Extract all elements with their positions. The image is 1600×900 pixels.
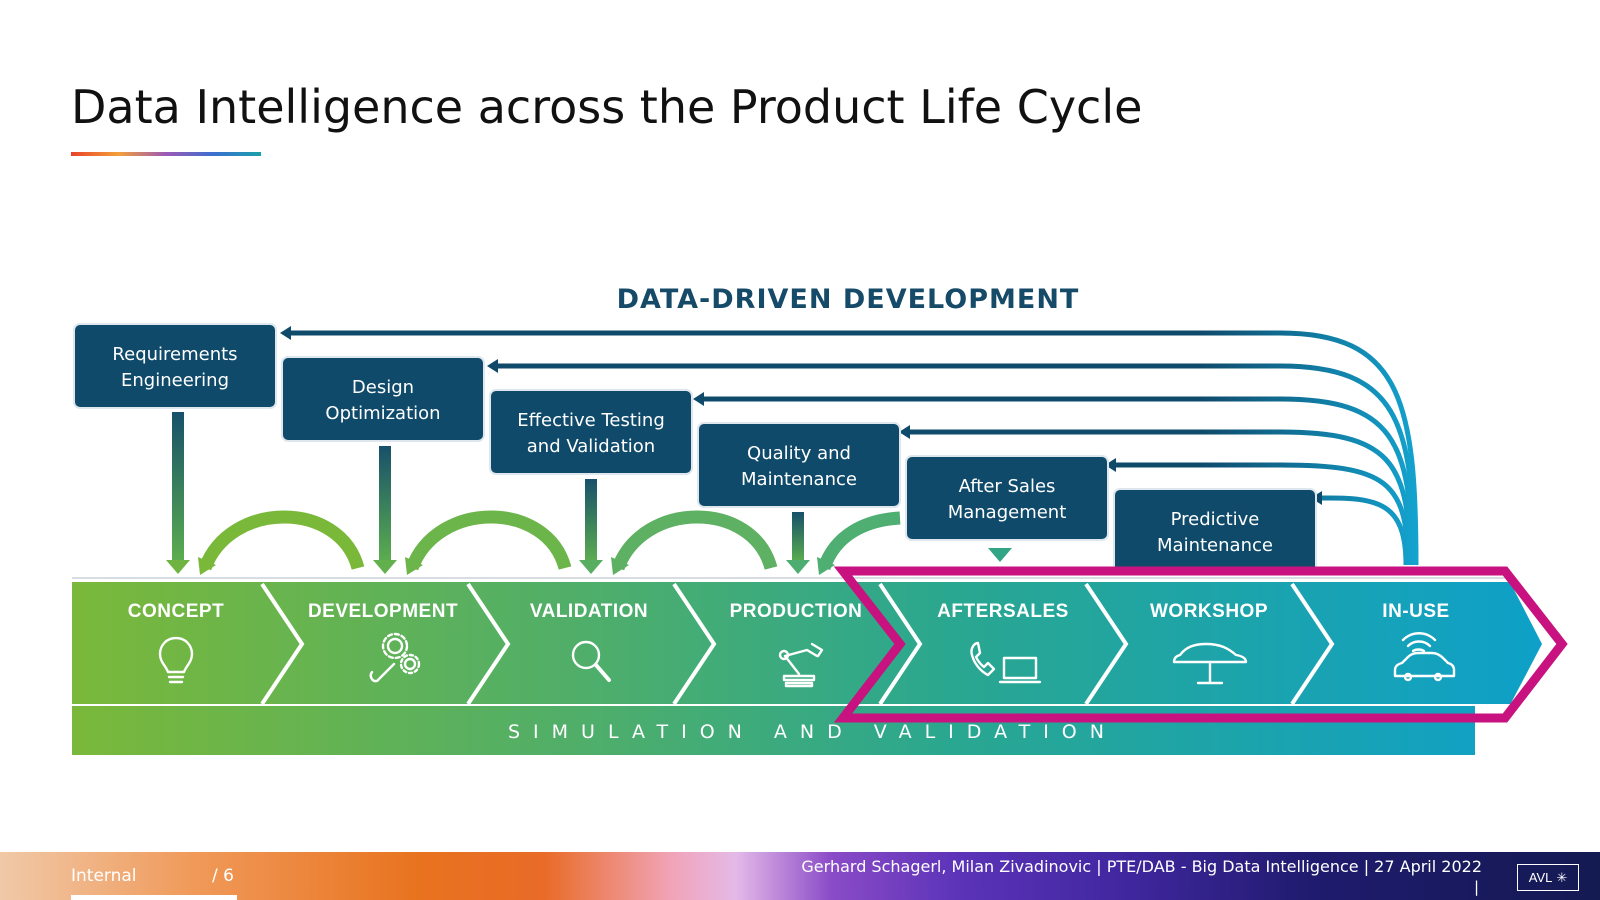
box-after-sales-management: After Sales Management xyxy=(905,455,1109,541)
box-label-line2: Maintenance xyxy=(741,469,857,490)
logo-text: AVL xyxy=(1528,870,1553,885)
arc-arrowheads xyxy=(198,557,835,575)
diagram-heading: DATA-DRIVEN DEVELOPMENT xyxy=(617,284,1080,315)
box-effective-testing: Effective Testing and Validation xyxy=(489,389,693,475)
stage-development: DEVELOPMENT xyxy=(308,601,458,622)
box-label-line2: Management xyxy=(948,502,1067,523)
feedback-arrowheads xyxy=(280,326,1322,505)
slide-title: Data Intelligence across the Product Lif… xyxy=(71,80,1143,134)
arc-validation-production xyxy=(611,510,778,571)
classification-label: Internal xyxy=(71,866,137,886)
box-label-line1: Predictive xyxy=(1171,509,1260,530)
stage-labels: CONCEPT DEVELOPMENT VALIDATION PRODUCTIO… xyxy=(128,601,1449,622)
stage-workshop: WORKSHOP xyxy=(1150,601,1268,622)
simulation-validation-label: SIMULATION AND VALIDATION xyxy=(508,721,1117,743)
lifecycle-band xyxy=(72,577,1542,755)
page-number: / 6 xyxy=(212,866,234,886)
box-label-line1: Requirements xyxy=(112,344,237,365)
footer-credit: Gerhard Schagerl, Milan Zivadinovic | PT… xyxy=(801,857,1482,876)
phone-laptop-icon xyxy=(970,641,1042,684)
magnifier-icon xyxy=(571,640,611,682)
box-predictive-maintenance: Predictive Maintenance xyxy=(1113,488,1317,574)
footer-band xyxy=(0,852,1600,900)
box-label-line2: and Validation xyxy=(527,436,655,457)
down-arrows xyxy=(166,412,1012,574)
feedback-arrow-design xyxy=(494,363,1417,566)
robot-arm-icon xyxy=(778,642,824,688)
stage-icons xyxy=(158,632,1456,688)
footer-white-bar xyxy=(71,895,237,900)
stage-in-use: IN-USE xyxy=(1382,601,1449,622)
box-design-optimization: Design Optimization xyxy=(281,356,485,442)
box-requirements-engineering: Requirements Engineering xyxy=(73,323,277,409)
gears-wrench-icon xyxy=(369,632,421,683)
box-quality-maintenance: Quality and Maintenance xyxy=(697,422,901,508)
stage-validation: VALIDATION xyxy=(530,601,648,622)
lightbulb-icon xyxy=(158,636,194,684)
box-label-line1: After Sales xyxy=(959,476,1056,497)
footer-pipe: | xyxy=(1474,878,1480,896)
arc-concept-development xyxy=(198,510,365,571)
box-label-line2: Maintenance xyxy=(1157,535,1273,556)
highlight-outline xyxy=(833,566,1568,723)
feedback-arrows xyxy=(287,330,1419,566)
box-label-line2: Optimization xyxy=(325,403,440,424)
box-label-line1: Design xyxy=(352,377,414,398)
title-underline xyxy=(71,152,261,156)
box-label-line2: Engineering xyxy=(121,370,229,391)
arc-production-aftersales xyxy=(817,511,901,571)
feedback-arrow-testing xyxy=(700,396,1415,566)
stage-aftersales: AFTERSALES xyxy=(937,601,1069,622)
connected-car-icon xyxy=(1393,632,1456,682)
box-label-line1: Quality and xyxy=(747,443,851,464)
feedback-arrow-aftersales xyxy=(1112,462,1411,566)
avl-logo: AVL ✳ xyxy=(1517,864,1579,891)
car-lift-icon xyxy=(1172,642,1248,685)
feedback-arrow-predictive xyxy=(1318,495,1409,566)
stage-arcs xyxy=(198,510,901,571)
arc-development-validation xyxy=(405,510,572,571)
stage-production: PRODUCTION xyxy=(730,601,863,622)
box-label-line1: Effective Testing xyxy=(517,410,665,431)
feedback-arrow-quality xyxy=(906,429,1413,566)
logo-spark-icon: ✳ xyxy=(1556,869,1568,885)
feedback-arrow-requirements xyxy=(287,330,1419,566)
stage-concept: CONCEPT xyxy=(128,601,224,622)
